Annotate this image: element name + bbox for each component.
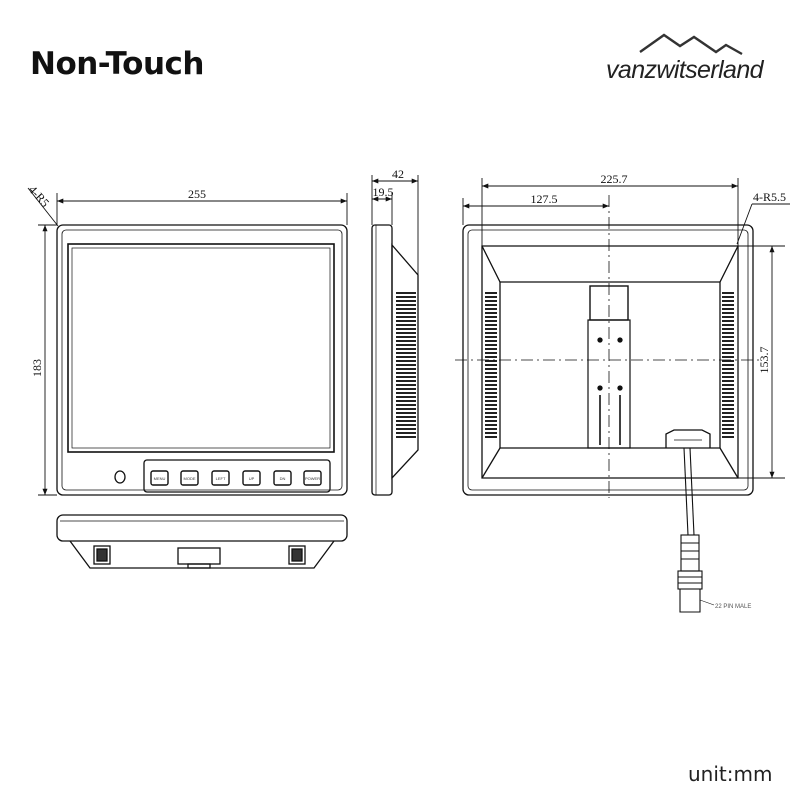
mode-button[interactable]: MODE <box>180 470 199 486</box>
left-button-label: LEFT <box>216 476 226 481</box>
back-dimensions <box>462 178 790 479</box>
front-dimensions <box>27 187 348 496</box>
back-centerlines <box>455 195 762 498</box>
page-title: Non-Touch <box>30 46 204 82</box>
power-button-label: POWER <box>305 476 320 481</box>
ir-sensor <box>114 470 126 484</box>
down-button-label: DN <box>280 476 286 481</box>
up-button[interactable]: UP <box>242 470 261 486</box>
unit-label: unit:mm <box>688 762 773 786</box>
mode-button-label: MODE <box>184 476 196 481</box>
bottom-foot-right <box>288 545 306 565</box>
bottom-view <box>56 514 348 569</box>
front-screen <box>67 243 335 453</box>
back-view <box>462 224 754 496</box>
down-button[interactable]: DN <box>273 470 292 486</box>
up-button-label: UP <box>249 476 255 481</box>
front-buttons: MENU MODE LEFT UP DN POWER <box>150 470 322 486</box>
bottom-foot-left <box>93 545 111 565</box>
front-radius-label: 4-R5 <box>26 183 52 210</box>
front-height-label: 183 <box>30 359 44 377</box>
front-width-label: 255 <box>188 187 206 201</box>
left-button[interactable]: LEFT <box>211 470 230 486</box>
side-view <box>371 224 419 496</box>
side-bezel-label: 19.5 <box>373 185 394 199</box>
back-height-label: 153.7 <box>757 347 771 374</box>
menu-button-label: MENU <box>154 476 166 481</box>
side-depth-label: 42 <box>392 167 404 181</box>
menu-button[interactable]: MENU <box>150 470 169 486</box>
back-connector <box>677 447 715 613</box>
front-bezel <box>56 224 348 496</box>
side-dimensions <box>371 175 419 275</box>
power-button[interactable]: POWER <box>303 470 322 486</box>
back-radius-label: 4-R5.5 <box>753 190 786 204</box>
back-width-label: 225.7 <box>601 172 628 186</box>
front-view <box>56 224 348 496</box>
connector-label: 22 PIN MALE <box>715 604 751 610</box>
back-half-width-label: 127.5 <box>531 192 558 206</box>
brand-name: vanzwitserland <box>606 56 764 84</box>
button-panel <box>143 459 331 493</box>
